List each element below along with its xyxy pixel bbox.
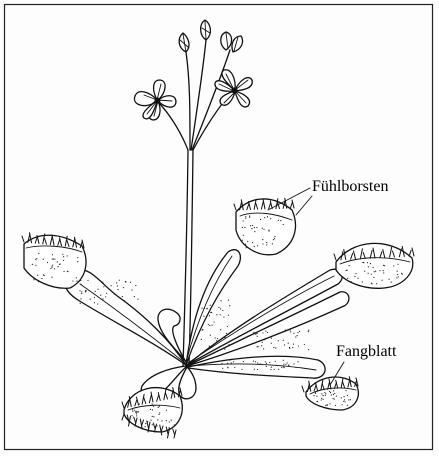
label-bristles: Fühlborsten [312, 178, 388, 195]
trap-left [24, 235, 86, 288]
flower-left [134, 80, 176, 120]
leader-line-bristles-1 [268, 188, 310, 210]
leader-line-bristles-2 [296, 196, 312, 215]
leaves [65, 250, 349, 399]
label-trap-leaf: Fangblatt [336, 343, 397, 360]
figure-frame [5, 5, 433, 450]
flower-buds [179, 20, 242, 52]
